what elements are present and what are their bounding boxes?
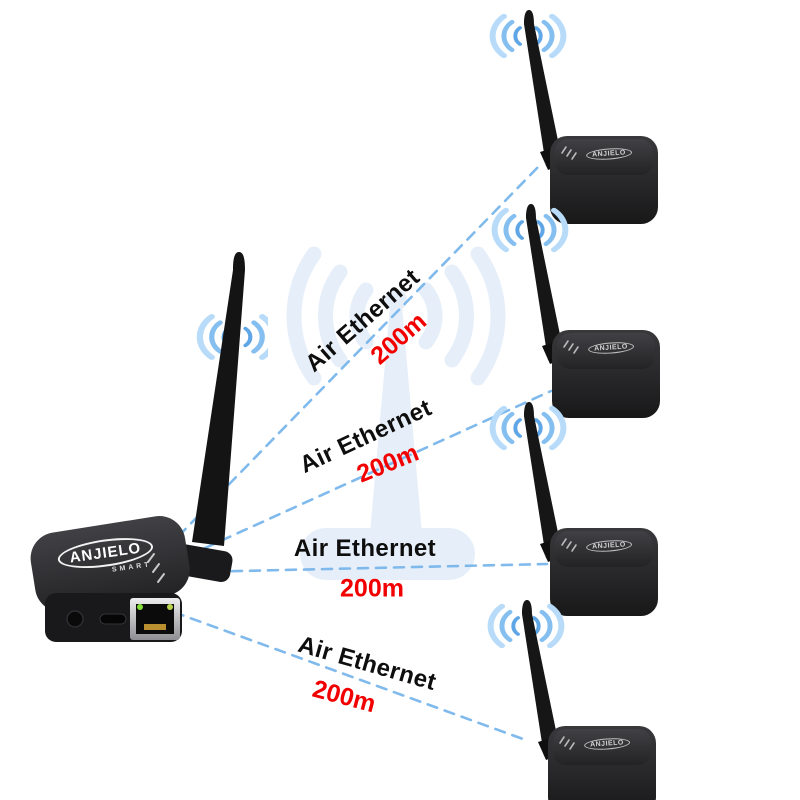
link-3-label: Air Ethernet xyxy=(293,535,437,562)
link-3-distance: 200m xyxy=(340,574,404,603)
dashed-link-line-4 xyxy=(155,604,525,741)
transmitter-device: ANJIELO SMART xyxy=(18,248,268,648)
ethernet-led-green xyxy=(137,604,143,610)
receiver-unit-shape xyxy=(495,204,660,418)
status-led-marks xyxy=(147,553,165,583)
dashed-link-line-2 xyxy=(170,389,553,565)
receiver-device-4: ANJIELO xyxy=(486,592,686,800)
receiver-unit-shape xyxy=(491,600,656,800)
receiver-unit-shape xyxy=(493,402,658,616)
power-button xyxy=(66,610,84,628)
usb-c-port xyxy=(99,613,127,625)
rj45-ethernet-port xyxy=(130,598,180,640)
dashed-link-line-3 xyxy=(194,562,549,574)
transmitter-top-face xyxy=(30,516,190,612)
ethernet-led-amber xyxy=(167,604,173,610)
receiver-unit-shape xyxy=(493,10,658,224)
transmitter-antenna xyxy=(192,252,245,546)
